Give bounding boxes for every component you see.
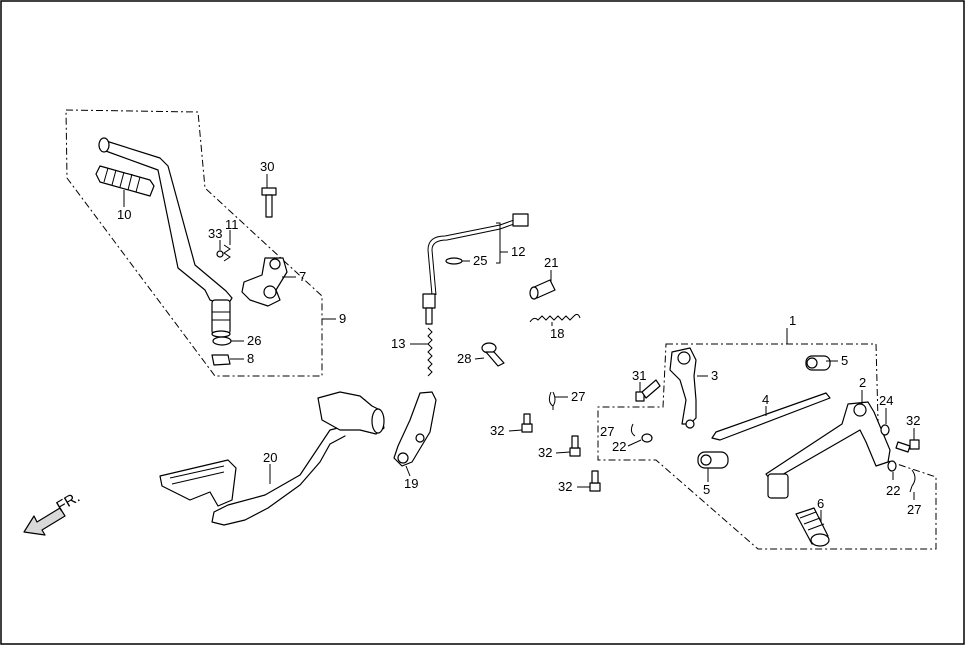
callout-32: 32 [490, 423, 504, 438]
callout-28: 28 [457, 351, 471, 366]
callout-19: 19 [404, 476, 418, 491]
kick-rubber-part [95, 165, 155, 197]
clip-8-part [211, 354, 231, 366]
callout-labels: 1 2 3 4 5 5 6 7 8 9 10 11 12 13 25 18 19… [117, 159, 921, 517]
callout-2: 2 [859, 375, 866, 390]
pin-27-part [548, 391, 556, 410]
bolt-28-part [481, 342, 505, 367]
callout-8: 8 [247, 351, 254, 366]
leader-lines [123, 174, 915, 522]
callout-22: 22 [612, 439, 626, 454]
footpeg-rubber-6-part [795, 507, 830, 547]
joint-5-part [805, 355, 831, 371]
kick-arm-part [98, 137, 233, 338]
callout-25: 25 [473, 253, 487, 268]
callout-33: 33 [208, 226, 222, 241]
callout-5b: 5 [703, 482, 710, 497]
callout-24: 24 [879, 393, 893, 408]
callout-13: 13 [391, 336, 405, 351]
callout-5: 5 [841, 353, 848, 368]
group-9-boundary [65, 109, 323, 377]
callout-27: 27 [571, 389, 585, 404]
bolt-32c-part [589, 470, 601, 492]
spring-11-part [223, 244, 231, 262]
callout-21: 21 [544, 255, 558, 270]
callout-11: 11 [225, 217, 239, 232]
callout-30: 30 [260, 159, 274, 174]
spring-13-part [427, 327, 433, 377]
spring-18-part [529, 313, 581, 323]
step-bracket-3-part [669, 347, 697, 429]
callout-3: 3 [711, 368, 718, 383]
brake-arm-19-part [393, 391, 437, 467]
bolt-32d-part [895, 439, 920, 453]
callout-12: 12 [511, 244, 525, 259]
joint-5b-part [697, 451, 729, 469]
bolt-32-part [521, 413, 533, 433]
callout-1: 1 [789, 313, 796, 328]
washer-22-part [641, 433, 653, 443]
rod-4-part [711, 392, 831, 441]
ball-33-part [216, 250, 224, 258]
callout-27c: 27 [907, 502, 921, 517]
callout-9: 9 [339, 311, 346, 326]
callout-6: 6 [817, 496, 824, 511]
callout-18: 18 [550, 326, 564, 341]
callout-26: 26 [247, 333, 261, 348]
callout-32c: 32 [558, 479, 572, 494]
callout-22b: 22 [886, 483, 900, 498]
collar-21-part [529, 279, 556, 300]
clip-25-part [445, 257, 463, 265]
callout-10: 10 [117, 207, 131, 222]
bolt-32b-part [569, 435, 581, 457]
callout-27b: 27 [600, 424, 614, 439]
brake-pedal-20-part [159, 391, 385, 526]
pin-27b-part [630, 423, 636, 437]
washer-24-part [880, 424, 890, 436]
callout-31: 31 [632, 368, 646, 383]
bolt-31-part [635, 379, 661, 402]
washer-26-part [212, 336, 232, 346]
callout-32b: 32 [538, 445, 552, 460]
washer-22b-part [887, 460, 897, 472]
callout-20: 20 [263, 450, 277, 465]
callout-32d: 32 [906, 413, 920, 428]
callout-7: 7 [299, 269, 306, 284]
callout-4: 4 [762, 392, 769, 407]
kick-pinion-part [241, 257, 288, 307]
step-arm-2-part [765, 401, 891, 499]
stop-switch-12-part [422, 213, 529, 325]
kick-bolt-30-part [261, 187, 277, 218]
front-direction-arrow [23, 507, 66, 536]
pin-27c-part [909, 469, 916, 493]
